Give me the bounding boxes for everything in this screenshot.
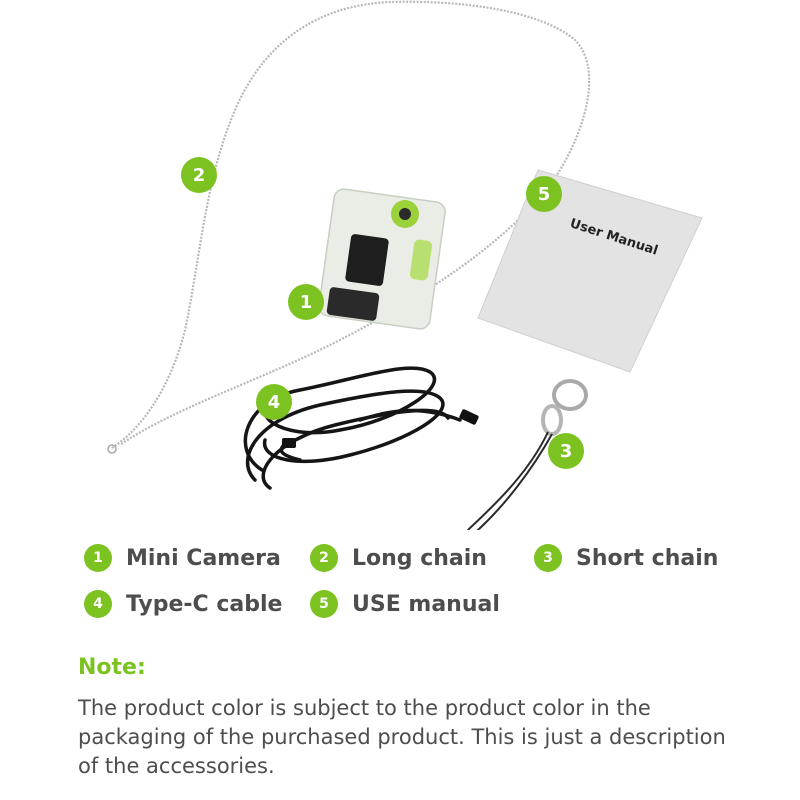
legend-item-long-chain: 2 Long chain (310, 544, 487, 572)
legend-label: Long chain (352, 545, 487, 571)
legend-item-type-c-cable: 4 Type-C cable (84, 590, 282, 618)
legend-badge: 4 (84, 590, 112, 618)
legend-label: Mini Camera (126, 545, 281, 571)
callout-badge-1: 1 (288, 284, 324, 320)
legend-item-short-chain: 3 Short chain (534, 544, 718, 572)
legend-badge: 3 (534, 544, 562, 572)
callout-badge-5: 5 (526, 176, 562, 212)
mini-camera (318, 188, 446, 330)
legend-badge: 2 (310, 544, 338, 572)
legend-label: Short chain (576, 545, 719, 571)
legend-badge: 1 (84, 544, 112, 572)
accessories-illustration: User Manual (107, 0, 703, 530)
callout-badge-3: 3 (548, 433, 584, 469)
note-title: Note: (78, 655, 146, 680)
long-chain (111, 0, 591, 449)
short-chain-lanyard (467, 379, 588, 530)
legend-label: USE manual (352, 591, 500, 617)
legend-badge: 5 (310, 590, 338, 618)
legend-label: Type-C cable (126, 591, 283, 617)
callout-badge-4: 4 (256, 384, 292, 420)
user-manual-booklet: User Manual (477, 169, 703, 373)
legend-item-use-manual: 5 USE manual (310, 590, 500, 618)
legend-item-mini-camera: 1 Mini Camera (84, 544, 281, 572)
callout-badge-2: 2 (181, 157, 217, 193)
note-text: The product color is subject to the prod… (78, 696, 726, 778)
